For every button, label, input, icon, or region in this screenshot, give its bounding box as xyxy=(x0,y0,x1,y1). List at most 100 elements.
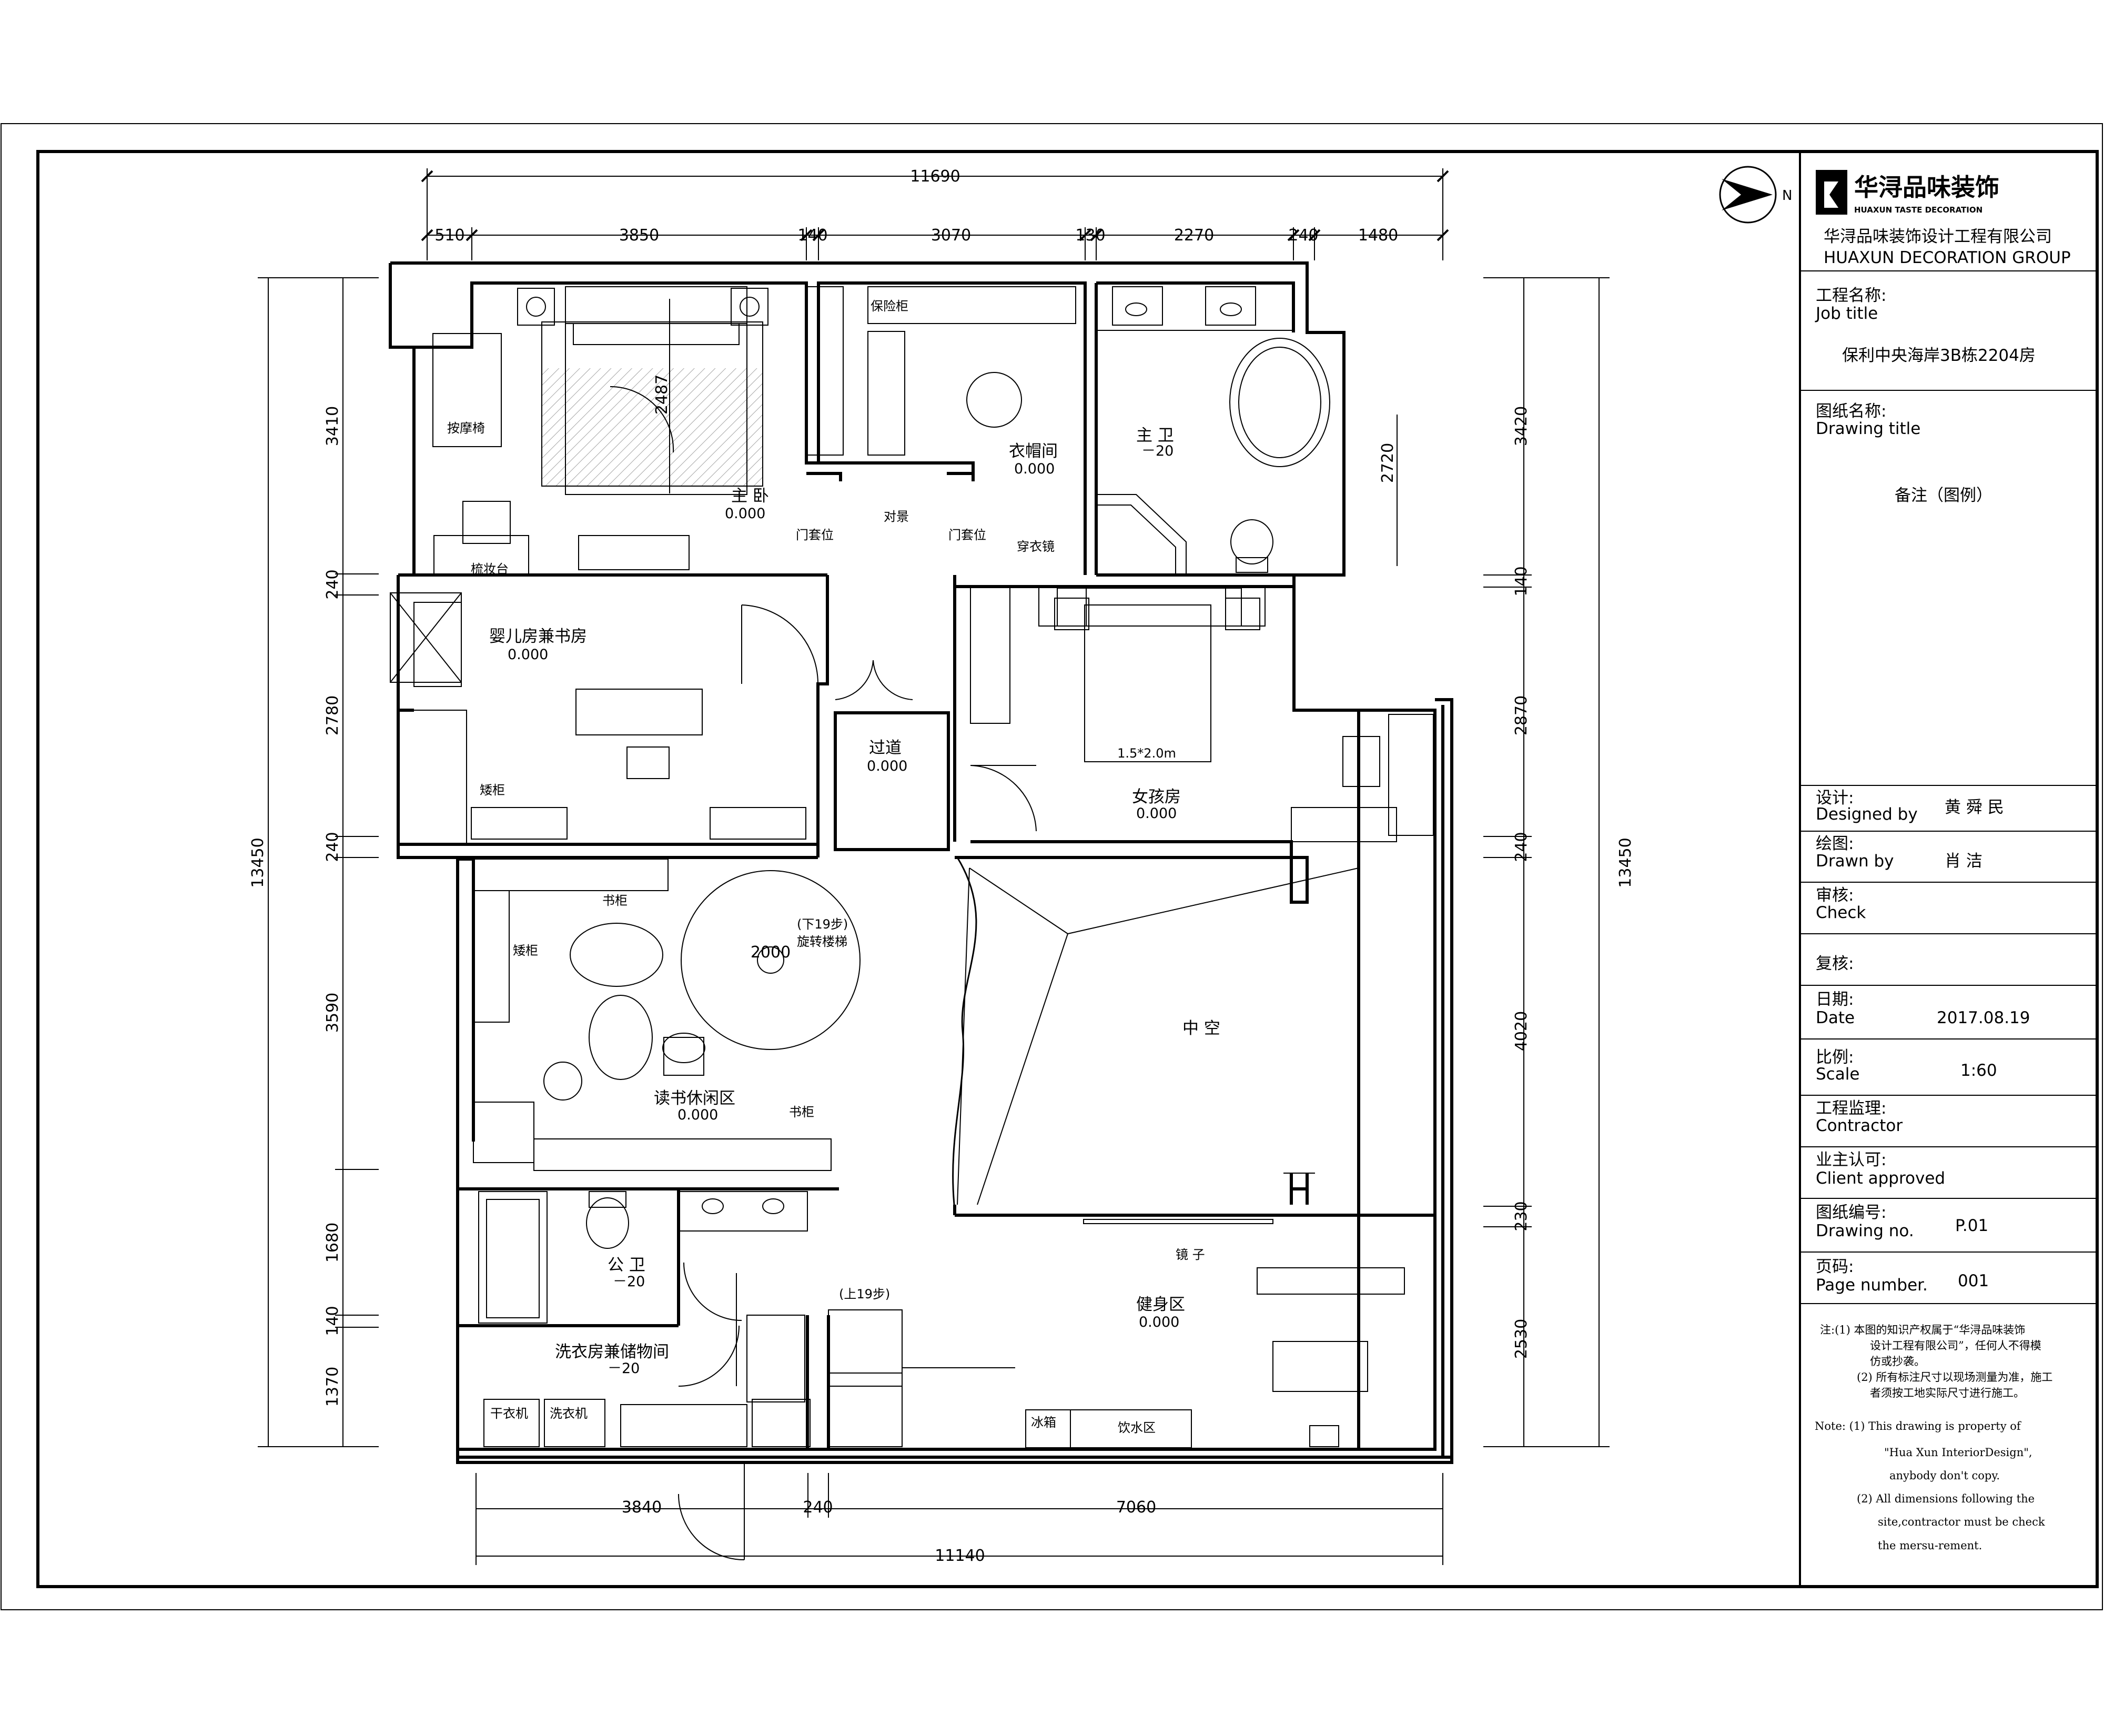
company-name-cn: 华浔品味装饰设计工程有限公司 xyxy=(1824,227,2052,246)
designed-by-cn: 设计: xyxy=(1816,789,1854,808)
label-water-area: 饮水区 xyxy=(1118,1420,1156,1435)
elev-corridor: 0.000 xyxy=(867,758,907,774)
room-master-bath: 主 卫 xyxy=(1136,426,1174,445)
room-corridor: 过道 xyxy=(869,739,902,758)
label-spiral-stairs: 旋转楼梯 xyxy=(797,934,847,949)
label-stairs-down: (下19步) xyxy=(797,917,848,932)
date-en: Date xyxy=(1816,1008,1855,1027)
dim-top-6: 2270 xyxy=(1174,226,1214,245)
door-swings xyxy=(610,386,1037,1560)
dim-girl-bed: 1.5*2.0m xyxy=(1117,746,1176,761)
label-washer: 洗衣机 xyxy=(550,1406,588,1421)
room-void: 中 空 xyxy=(1182,1019,1220,1038)
logo-subtitle: HUAXUN TASTE DECORATION xyxy=(1854,205,1982,215)
note-en-6: the mersu-rement. xyxy=(1878,1539,1982,1552)
note-cn-5: 者须按工地实际尺寸进行施工。 xyxy=(1870,1387,2025,1399)
label-safe-cabinet: 保险柜 xyxy=(871,299,908,314)
dim-left-6: 1680 xyxy=(323,1223,342,1263)
dim-left-2: 240 xyxy=(323,569,342,599)
page-number-value: 001 xyxy=(1958,1271,1989,1290)
dim-bottom-3: 7060 xyxy=(1116,1498,1156,1517)
note-en-5: site,contractor must be check xyxy=(1878,1516,2045,1528)
label-dressing-mirror: 穿衣镜 xyxy=(1017,539,1055,554)
dim-spiral-stair: 2000 xyxy=(751,943,791,962)
dim-right-7: 2530 xyxy=(1512,1319,1531,1359)
date-cn: 日期: xyxy=(1816,990,1854,1009)
note-cn-2: 设计工程有限公司”，任何人不得模 xyxy=(1870,1339,2041,1352)
label-stairs-up: (上19步) xyxy=(839,1287,890,1301)
dim-master-bath-width: 2720 xyxy=(1379,443,1397,483)
dim-right-6: 230 xyxy=(1512,1201,1531,1231)
page-number-en: Page number. xyxy=(1816,1276,1928,1295)
label-symmetric-view: 对景 xyxy=(884,509,909,524)
check-cn: 审核: xyxy=(1816,886,1854,905)
drawing-frame xyxy=(36,150,2099,1588)
contractor-cn: 工程监理: xyxy=(1816,1099,1886,1118)
label-low-cabinet-1: 矮柜 xyxy=(480,783,505,798)
elev-master-bath: －20 xyxy=(1141,443,1174,459)
dim-top-1: 510 xyxy=(434,226,464,245)
dim-top-4: 3070 xyxy=(931,226,971,245)
title-block: 华浔品味装饰 HUAXUN TASTE DECORATION 华浔品味装饰设计工… xyxy=(1800,170,2097,1552)
dim-top-total: 11690 xyxy=(910,167,960,186)
elev-nursery-study: 0.000 xyxy=(508,647,548,663)
note-en-2: "Hua Xun InteriorDesign", xyxy=(1884,1446,2032,1459)
dim-top-7: 240 xyxy=(1288,226,1318,245)
label-bookcase-1: 书柜 xyxy=(602,893,628,908)
top-dimension-texts: 11690 510 3850 140 3070 130 2270 240 148… xyxy=(434,167,1398,245)
dim-left-1: 3410 xyxy=(323,406,342,446)
elev-reading-area: 0.000 xyxy=(677,1107,718,1123)
label-mirror: 镜 子 xyxy=(1176,1247,1205,1262)
dim-bottom-2: 240 xyxy=(803,1498,833,1517)
elev-cloakroom: 0.000 xyxy=(1014,461,1055,477)
drawing-no-en: Drawing no. xyxy=(1816,1222,1914,1240)
label-door-cover-right: 门套位 xyxy=(948,528,986,542)
dim-left-4: 240 xyxy=(323,832,342,862)
note-cn-3: 仿或抄袭。 xyxy=(1870,1355,1925,1368)
drawn-by-value: 肖 洁 xyxy=(1945,852,1982,871)
dim-left-8: 1370 xyxy=(323,1367,342,1407)
furniture-labels: 按摩椅 梳妆台 保险柜 门套位 门套位 对景 穿衣镜 矮柜 书柜 矮柜 书柜 (… xyxy=(447,299,1205,1435)
dim-right-2: 140 xyxy=(1512,566,1531,596)
note-en-3: anybody don't copy. xyxy=(1889,1469,2000,1482)
company-name-en: HUAXUN DECORATION GROUP xyxy=(1824,248,2071,267)
drawing-title-en: Drawing title xyxy=(1816,419,1920,438)
job-title-value: 保利中央海岸3B栋2204房 xyxy=(1842,346,2036,365)
drawn-by-cn: 绘图: xyxy=(1816,834,1854,853)
dim-left-7: 140 xyxy=(323,1306,342,1336)
dim-left-3: 2780 xyxy=(323,695,342,735)
room-public-bath: 公 卫 xyxy=(608,1256,645,1275)
designed-by-value: 黄 舜 民 xyxy=(1945,798,2004,817)
bottom-dimension-texts: 3840 240 7060 11140 xyxy=(622,1498,1156,1565)
job-title-cn: 工程名称: xyxy=(1816,286,1886,305)
logo-text: 华浔品味装饰 xyxy=(1854,173,1999,201)
master-bed-rug xyxy=(542,368,763,486)
dim-bottom-1: 3840 xyxy=(622,1498,662,1517)
room-labels: 主 卧 0.000 衣帽间 0.000 主 卫 －20 婴儿房兼书房 0.000… xyxy=(489,426,1220,1377)
label-door-cover-left: 门套位 xyxy=(796,528,834,542)
drawing-no-value: P.01 xyxy=(1955,1216,1988,1235)
north-arrow: N xyxy=(1719,166,1792,224)
dim-top-8: 1480 xyxy=(1358,226,1398,245)
dim-right-4: 240 xyxy=(1512,832,1531,862)
elev-master-bedroom: 0.000 xyxy=(725,506,765,522)
label-low-cabinet-2: 矮柜 xyxy=(513,943,538,958)
dim-right-3: 2870 xyxy=(1512,695,1531,735)
room-master-bedroom: 主 卧 xyxy=(731,487,769,506)
room-girl: 女孩房 xyxy=(1132,788,1181,806)
left-dimension-texts: 13450 3410 240 2780 240 3590 1680 140 13… xyxy=(249,406,342,1407)
dim-top-3: 140 xyxy=(797,226,827,245)
note-cn-4: (2) 所有标注尺寸以现场测量为准，施工 xyxy=(1857,1371,2052,1384)
room-cloakroom: 衣帽间 xyxy=(1009,442,1058,461)
north-arrow-label: N xyxy=(1782,188,1792,204)
note-cn-1: 注:(1) 本图的知识产权属于“华浔品味装饰 xyxy=(1820,1324,2025,1336)
label-fridge: 冰箱 xyxy=(1031,1415,1056,1430)
check-en: Check xyxy=(1816,903,1866,922)
dim-left-total: 13450 xyxy=(249,837,267,887)
dimension-ticks xyxy=(421,170,1449,241)
client-approved-cn: 业主认可: xyxy=(1816,1150,1886,1169)
contractor-en: Contractor xyxy=(1816,1116,1903,1135)
job-title-en: Job title xyxy=(1815,304,1878,323)
room-laundry: 洗衣房兼储物间 xyxy=(555,1343,669,1361)
